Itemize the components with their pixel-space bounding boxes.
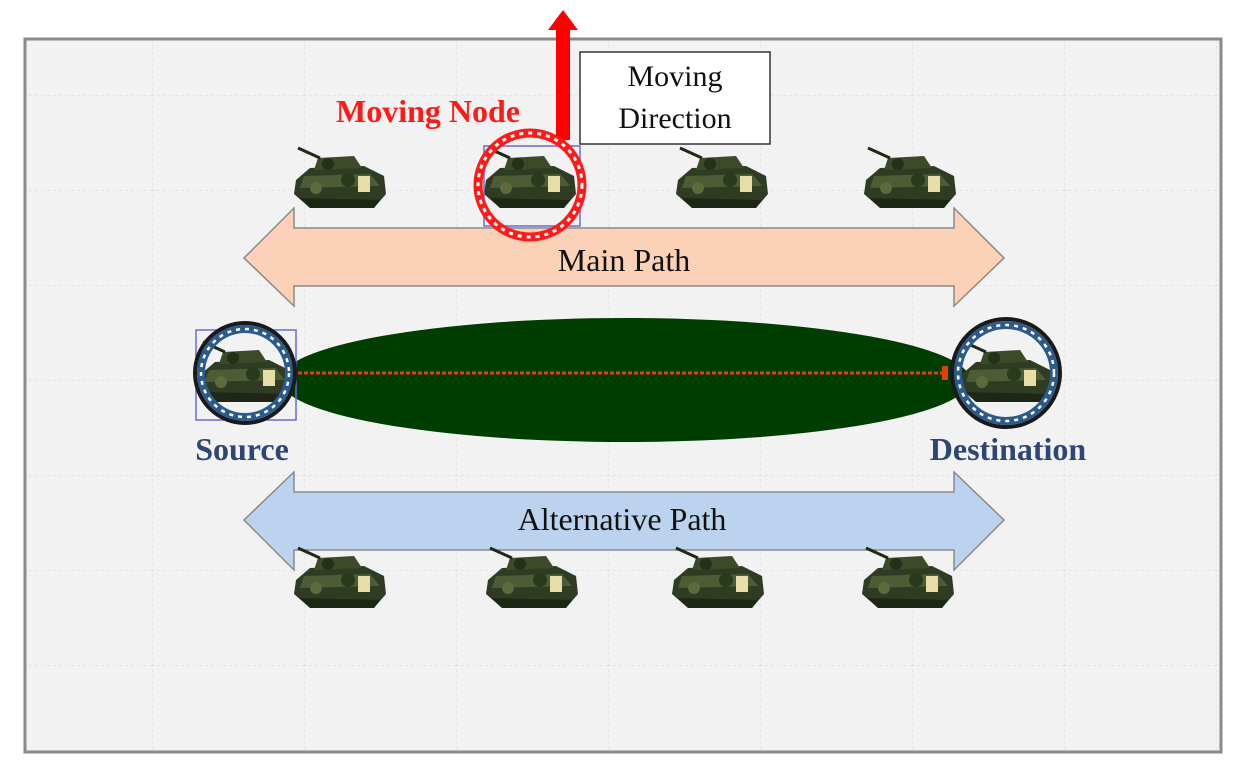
destination-label: Destination [930, 431, 1087, 467]
alternative-path-arrow: Alternative Path [242, 470, 1006, 572]
alternative-path-label: Alternative Path [518, 501, 727, 537]
moving-direction-label-line1: Moving [627, 60, 722, 93]
moving-node-ring [473, 128, 587, 242]
main-path-arrow: Main Path [242, 206, 1006, 308]
link-ellipse [280, 318, 970, 442]
source-label: Source [195, 431, 289, 467]
moving-direction-label-line2: Direction [618, 102, 731, 135]
source-node [193, 321, 297, 425]
moving-direction-callout: Moving Direction [579, 51, 771, 145]
moving-node-label: Moving Node [336, 93, 520, 129]
moving-direction-arrow [548, 10, 578, 140]
main-path-label: Main Path [558, 242, 690, 278]
destination-node [950, 317, 1062, 429]
link-line-end-marker [942, 366, 948, 380]
